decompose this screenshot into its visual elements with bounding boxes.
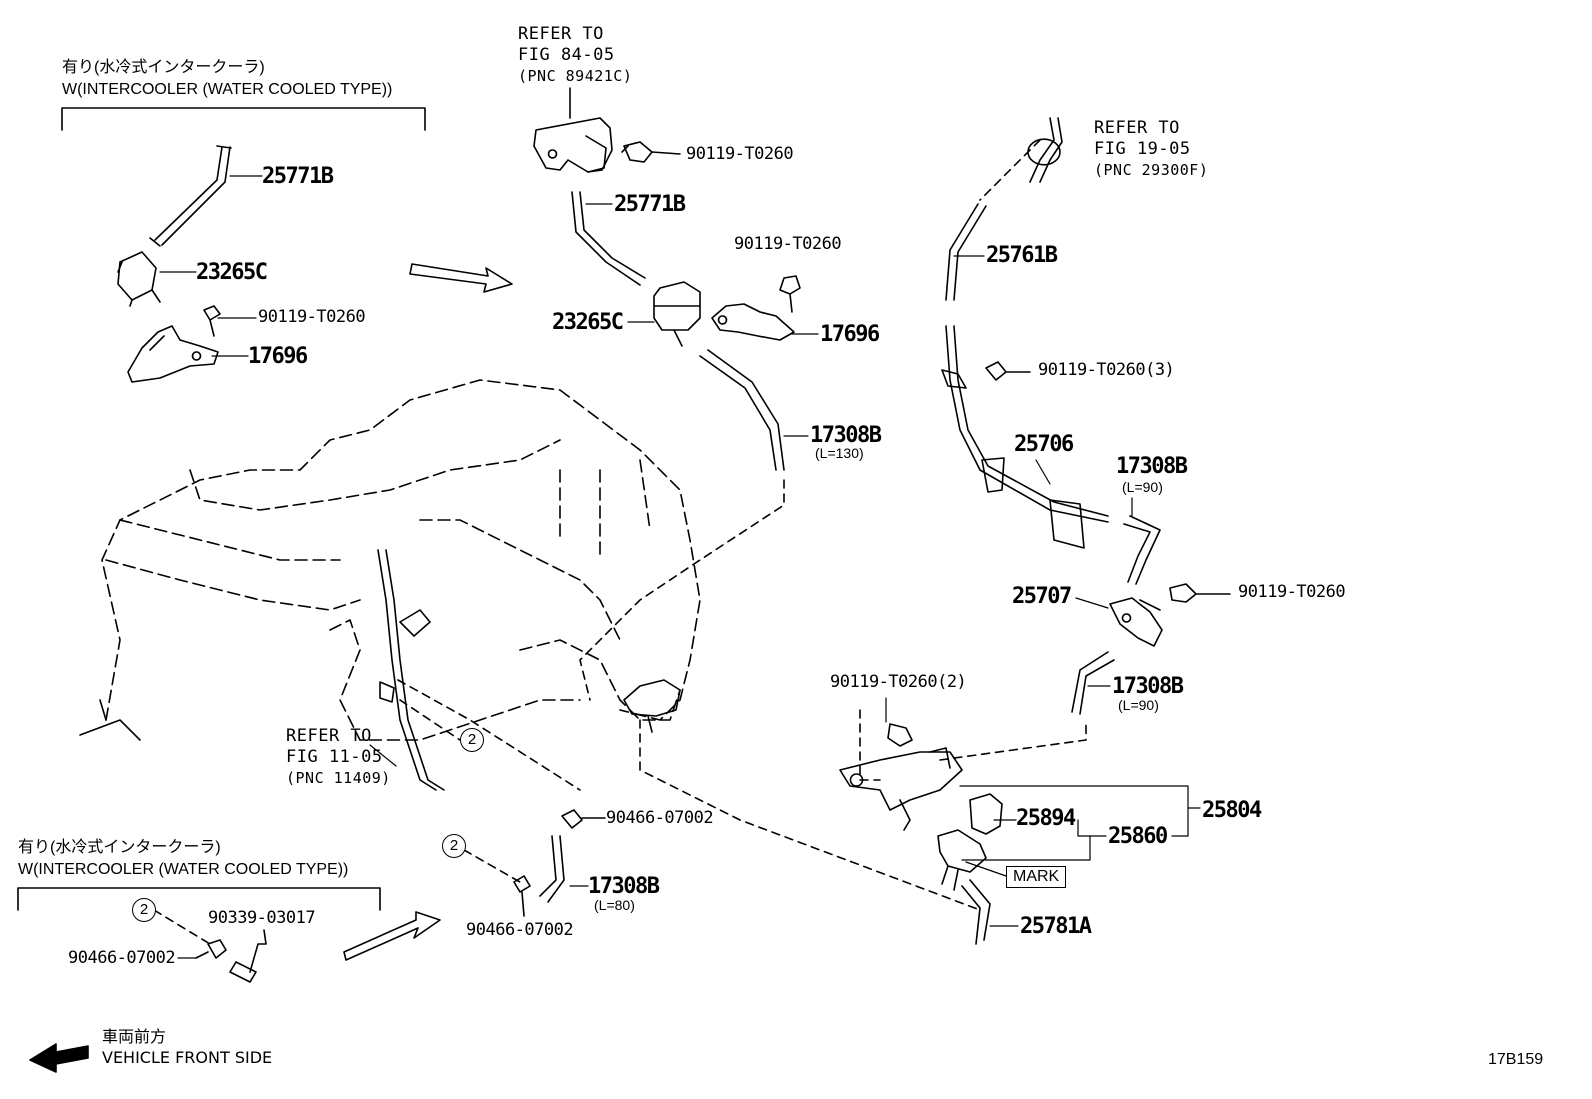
vehicle-front-jp: 車両前方 <box>102 1027 167 1046</box>
part-90339-03017[interactable]: 90339-03017 <box>208 908 316 928</box>
bolt-90119-d <box>1169 583 1231 603</box>
part-23265C-left[interactable]: 23265C <box>196 260 268 285</box>
part-25781A[interactable]: 25781A <box>1020 914 1092 939</box>
part-25771B-center[interactable]: 25771B <box>614 192 686 217</box>
ref-line: REFER TO <box>518 24 604 44</box>
bracket-25707 <box>1109 597 1163 647</box>
illustration-code: 17B159 <box>1488 1051 1544 1068</box>
plug-90339 <box>229 929 267 983</box>
vsv-23265C-center <box>653 281 701 347</box>
bolt-90119-left <box>203 305 221 337</box>
hose-25761B <box>945 203 987 301</box>
option-bracket-top <box>61 107 426 131</box>
leader-lines <box>159 175 1201 959</box>
circled-number: 2 <box>132 898 156 922</box>
engine-mount-lines <box>79 699 141 741</box>
vsv-25860 <box>937 829 987 891</box>
option-bracket-bottom <box>17 887 381 911</box>
part-25771B-left[interactable]: 25771B <box>262 164 334 189</box>
circled-number: 2 <box>442 834 466 858</box>
bolt-90119-center <box>779 275 801 313</box>
vehicle-front-arrow <box>29 1043 89 1073</box>
mark-box: MARK <box>1006 866 1067 888</box>
part-90119-T0260-qty2[interactable]: 90119-T0260(2) <box>830 672 967 692</box>
tube-pnc11409 <box>377 549 445 791</box>
sensor-pnc89421C <box>533 87 613 173</box>
hose-17308B-90-a <box>1123 515 1161 585</box>
part-90119-T0260-center[interactable]: 90119-T0260 <box>734 234 842 254</box>
option-note-en-bottom: W(INTERCOOLER (WATER COOLED TYPE)) <box>18 861 349 878</box>
part-25761B[interactable]: 25761B <box>986 243 1058 268</box>
hose-17308B-130 <box>699 349 785 471</box>
part-17308B-l90-b[interactable]: 17308B <box>1112 674 1184 699</box>
ref-line: REFER TO <box>1094 118 1180 138</box>
option-note-jp-top: 有り(水冷式インタークーラ) <box>62 59 265 76</box>
part-90466-07002-c[interactable]: 90466-07002 <box>68 948 176 968</box>
part-23265C-center[interactable]: 23265C <box>552 310 624 335</box>
hose-25771B-left <box>149 145 232 247</box>
ref-line: FIG 11-05 <box>286 747 383 767</box>
part-17696-center[interactable]: 17696 <box>820 322 880 347</box>
hose-25771B-center <box>571 191 646 286</box>
ref-line: (PNC 89421C) <box>518 67 633 85</box>
vehicle-front-en: VEHICLE FRONT SIDE <box>102 1048 273 1067</box>
part-25860[interactable]: 25860 <box>1108 824 1168 849</box>
part-90119-T0260-left[interactable]: 90119-T0260 <box>258 307 366 327</box>
part-90119-T0260-qty3[interactable]: 90119-T0260(3) <box>1038 360 1175 380</box>
option-note-jp-bottom: 有り(水冷式インタークーラ) <box>18 839 221 856</box>
bolt-90119-2 <box>887 723 913 747</box>
bracket-17696-center <box>711 303 795 341</box>
length-l130: (L=130) <box>815 445 864 461</box>
vsv-23265C-left <box>117 251 161 307</box>
part-90466-07002-a[interactable]: 90466-07002 <box>606 808 714 828</box>
clip-90466-c <box>195 939 227 959</box>
clip-90466-b <box>513 875 531 917</box>
ref-line: FIG 84-05 <box>518 45 615 65</box>
bracket-17696-left <box>127 325 219 383</box>
part-90466-07002-b[interactable]: 90466-07002 <box>466 920 574 940</box>
part-17696-left[interactable]: 17696 <box>248 344 308 369</box>
part-25804[interactable]: 25804 <box>1202 798 1262 823</box>
length-l80: (L=80) <box>594 897 635 913</box>
hose-17308B-80 <box>539 835 565 903</box>
part-90119-T0260-right[interactable]: 90119-T0260 <box>1238 582 1346 602</box>
length-l90-b: (L=90) <box>1118 697 1159 713</box>
bolt-90119-3 <box>985 361 1031 381</box>
part-17308B-l80[interactable]: 17308B <box>588 874 660 899</box>
fitting-engine <box>623 679 681 733</box>
connection-dashes <box>153 139 1087 945</box>
option-note-en-top: W(INTERCOOLER (WATER COOLED TYPE)) <box>62 81 393 98</box>
ref-fig-19-05[interactable]: REFER TO FIG 19-05 (PNC 29300F) <box>1094 118 1208 181</box>
part-17308B-l90-a[interactable]: 17308B <box>1116 454 1188 479</box>
part-25706[interactable]: 25706 <box>1014 432 1074 457</box>
bracket-assembly-25804 <box>839 747 963 831</box>
ref-line: (PNC 11409) <box>286 769 391 787</box>
pipe-pnc29300F <box>1027 117 1063 183</box>
ref-line: FIG 19-05 <box>1094 139 1191 159</box>
engine-outline <box>101 379 701 741</box>
arrow-up-right <box>343 911 441 961</box>
clip-90466-a <box>561 809 606 829</box>
ref-fig-84-05[interactable]: REFER TO FIG 84-05 (PNC 89421C) <box>518 24 632 87</box>
pipe-25706 <box>941 325 1109 549</box>
circled-number: 2 <box>460 728 484 752</box>
part-17308B-l130[interactable]: 17308B <box>810 423 882 448</box>
part-25707[interactable]: 25707 <box>1012 584 1072 609</box>
bolt-90119-top <box>621 141 681 163</box>
hose-17308B-90-b <box>1071 651 1115 715</box>
sensor-25894 <box>969 793 1003 835</box>
ref-fig-11-05[interactable]: REFER TO FIG 11-05 (PNC 11409) <box>286 726 391 789</box>
hose-25781A <box>961 879 991 945</box>
length-l90-a: (L=90) <box>1122 479 1163 495</box>
part-25894[interactable]: 25894 <box>1016 806 1076 831</box>
arrow-right <box>409 263 513 293</box>
ref-line: REFER TO <box>286 726 372 746</box>
part-90119-T0260-top[interactable]: 90119-T0260 <box>686 144 794 164</box>
ref-line: (PNC 29300F) <box>1094 161 1209 179</box>
